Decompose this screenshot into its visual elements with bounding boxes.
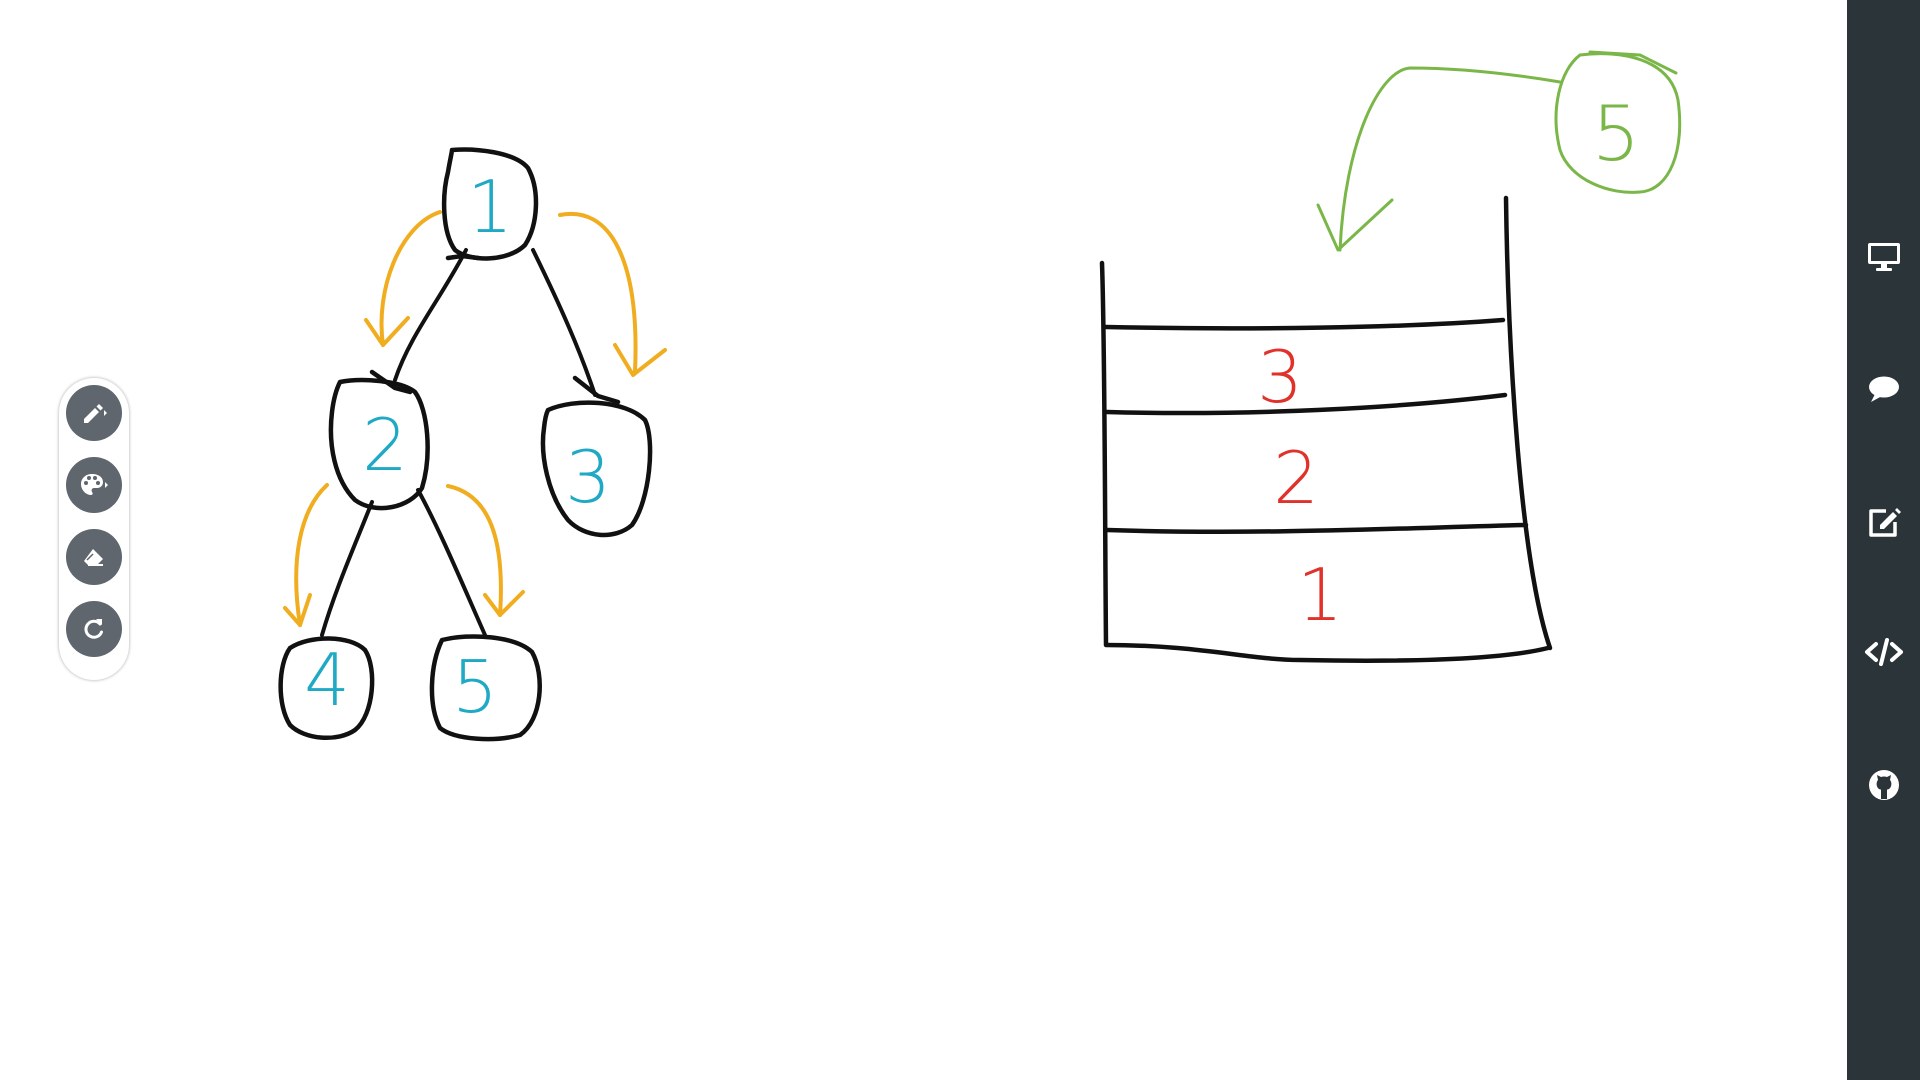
- palette-icon: [81, 474, 108, 495]
- monitor-icon: [1867, 243, 1900, 271]
- comment-icon: [1868, 376, 1899, 402]
- color-tool-button[interactable]: [66, 457, 122, 513]
- github-button[interactable]: [1847, 755, 1920, 815]
- right-sidebar: [1847, 0, 1920, 1080]
- tree-node-outlines: [278, 147, 653, 742]
- stack-item-bottom-label: 1: [1297, 553, 1343, 637]
- github-icon: [1868, 770, 1899, 800]
- incoming-label-group: 5: [1592, 89, 1640, 178]
- tree-node-5-circle: [429, 634, 542, 742]
- eraser-icon: [84, 549, 103, 566]
- tree-edges: [320, 248, 597, 637]
- incoming-item-label: 5: [1592, 89, 1640, 178]
- tree-node-2-circle: [328, 377, 430, 511]
- incoming-arrow: [1316, 50, 1682, 252]
- traversal-arrows: [283, 210, 667, 627]
- tree-node-1-circle: [441, 147, 539, 261]
- tree-node-4-circle: [278, 636, 375, 741]
- code-button[interactable]: [1847, 622, 1920, 682]
- stack-item-middle-label: 2: [1273, 436, 1319, 520]
- stack-labels: 3 2 1: [1257, 335, 1343, 637]
- whiteboard-canvas[interactable]: 1 2 3 4 5 3 2 1 5: [0, 0, 1847, 1080]
- stack-container: [1099, 195, 1553, 663]
- tree-node-4-label: 4: [304, 638, 350, 722]
- redo-icon: [84, 619, 103, 639]
- stack-item-top-label: 3: [1257, 335, 1303, 419]
- drawing-surface[interactable]: 1 2 3 4 5 3 2 1 5: [0, 0, 1847, 1080]
- pen-tool-button[interactable]: [66, 385, 122, 441]
- edit-button[interactable]: [1847, 492, 1920, 552]
- tool-palette: [59, 378, 129, 680]
- tree-node-2-label: 2: [362, 403, 408, 487]
- tree-node-3-circle: [540, 400, 653, 538]
- pencil-icon: [84, 404, 107, 423]
- tree-node-labels: 1 2 3 4 5: [304, 165, 611, 729]
- tree-node-1-label: 1: [467, 165, 513, 249]
- redo-tool-button[interactable]: [66, 601, 122, 657]
- edit-icon: [1868, 508, 1901, 537]
- tree-node-3-label: 3: [565, 435, 611, 519]
- chat-button[interactable]: [1847, 359, 1920, 419]
- presentation-button[interactable]: [1847, 226, 1920, 286]
- incoming-circle: [1554, 52, 1682, 194]
- tree-node-5-label: 5: [452, 645, 498, 729]
- code-icon: [1864, 638, 1903, 666]
- eraser-tool-button[interactable]: [66, 529, 122, 585]
